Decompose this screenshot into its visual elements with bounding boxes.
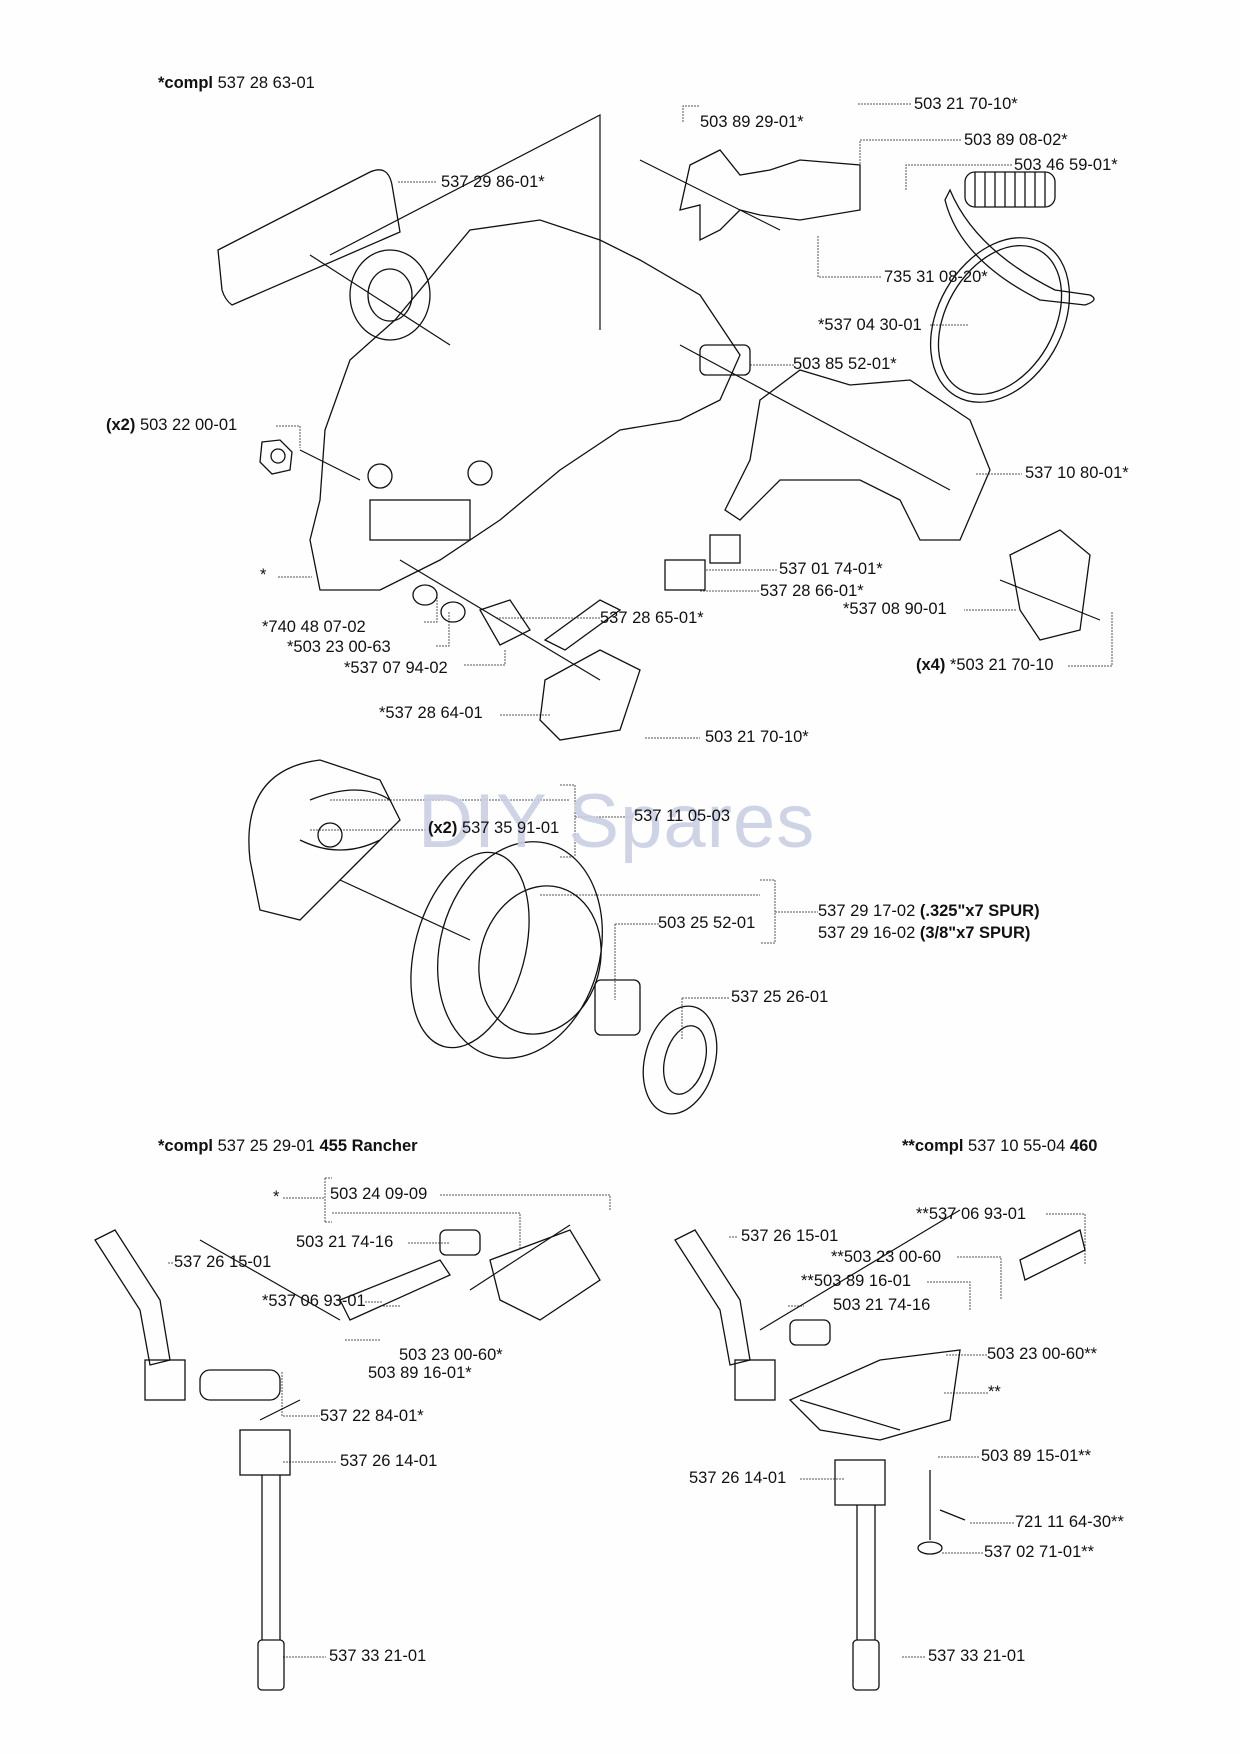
part-label: *503 23 00-63 [287,638,391,656]
part-label: 503 85 52-01* [793,355,897,373]
quantity: (x4) [916,656,946,674]
part-label: 503 21 74-16 [296,1233,394,1251]
part-label: 537 02 71-01** [984,1543,1095,1561]
part-number: 537 35 91-01 [461,819,560,837]
header-model: 460 [1069,1137,1098,1155]
part-label: 503 21 74-16 [833,1296,931,1314]
part-label: 537 26 15-01 [741,1227,839,1245]
part-label: 503 89 08-02* [964,131,1068,149]
part-label: 503 21 70-10* [914,95,1018,113]
part-label: **537 06 93-01 [916,1205,1027,1223]
part-label: **503 89 16-01 [801,1272,912,1290]
header-prefix: **compl [902,1137,964,1155]
header-prefix: *compl [158,1137,214,1155]
part-label: 503 89 16-01* [368,1364,472,1382]
part-label: 503 21 70-10* [705,728,809,746]
part-label: 537 29 86-01* [441,173,545,191]
part-number: 503 22 00-01 [139,416,238,434]
header-part-number: 537 10 55-04 [968,1137,1066,1155]
part-label: 537 33 21-01 [928,1647,1026,1665]
assembly-lines [199,114,1101,1431]
part-label: *537 28 64-01 [379,704,483,722]
part-label: 503 46 59-01* [1014,156,1118,174]
header-part-number: 537 28 63-01 [217,74,315,92]
part-label: 503 24 09-09 [330,1185,428,1203]
part-number: 537 29 16-02 [818,924,916,942]
part-label: 537 11 05-03 [634,807,731,825]
part-label: *740 48 07-02 [262,618,366,636]
header-prefix: *compl [158,74,214,92]
assembly-header-460: **compl 537 10 55-04 460 [902,1138,1097,1155]
quantity: (x2) [428,819,458,837]
part-label: 537 25 26-01 [731,988,829,1006]
part-label: 735 31 08-20* [884,268,988,286]
assembly-header-455: *compl 537 25 29-01 455 Rancher [158,1138,418,1155]
part-label: (x2) 503 22 00-01 [106,417,237,434]
quantity: (x2) [106,416,136,434]
part-label: 503 89 15-01** [981,1447,1092,1465]
part-label: 537 01 74-01* [779,560,883,578]
part-number: 537 29 17-02 [818,902,916,920]
part-label: 537 26 15-01 [174,1253,272,1271]
part-label: 537 26 14-01 [689,1469,787,1487]
part-label: 721 11 64-30** [1015,1513,1124,1531]
part-label: 503 89 29-01* [700,113,804,131]
part-label: 537 28 65-01* [600,609,704,627]
part-label: 537 28 66-01* [760,582,864,600]
part-label: 503 23 00-60* [399,1346,503,1364]
part-note: (3/8"x7 SPUR) [919,924,1031,942]
part-label: 503 23 00-60** [987,1345,1098,1363]
part-label: *537 08 90-01 [843,600,947,618]
part-note: (.325"x7 SPUR) [919,902,1040,920]
part-label: 537 29 17-02 (.325"x7 SPUR) [818,903,1040,920]
watermark: DIY Spares [418,779,816,864]
part-label: 537 33 21-01 [329,1647,427,1665]
part-label: 503 25 52-01 [658,914,756,932]
part-number: *503 21 70-10 [949,656,1054,674]
part-label: 537 22 84-01* [320,1407,424,1425]
part-label: *537 07 94-02 [344,659,448,677]
part-label: (x2) 537 35 91-01 [428,820,559,837]
part-label: *537 04 30-01 [818,316,922,334]
part-label: * [260,566,267,584]
assembly-header-clutch-cover: *compl 537 28 63-01 [158,75,315,92]
part-label: ** [988,1383,1001,1401]
part-label: (x4) *503 21 70-10 [916,657,1054,674]
part-label: 537 10 80-01* [1025,464,1129,482]
part-label: *537 06 93-01 [262,1292,366,1310]
part-outlines [94,149,1095,1691]
part-label: **503 23 00-60 [831,1248,942,1266]
part-label: * [273,1188,280,1206]
part-label: 537 26 14-01 [340,1452,438,1470]
header-model: 455 Rancher [319,1137,418,1155]
leader-lines [168,103,1113,1658]
part-label: 537 29 16-02 (3/8"x7 SPUR) [818,925,1030,942]
header-part-number: 537 25 29-01 [217,1137,315,1155]
